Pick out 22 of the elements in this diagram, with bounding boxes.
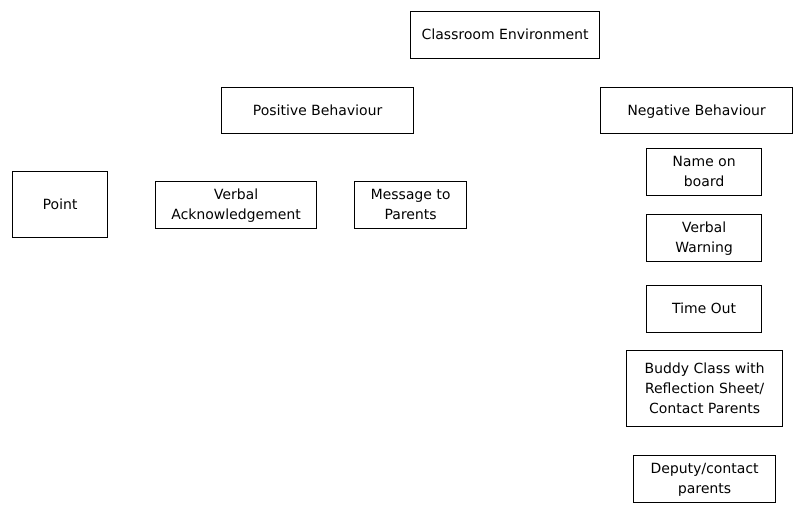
label-box bbox=[221, 87, 414, 134]
label-box bbox=[646, 214, 762, 262]
box-label: Classroom Environment bbox=[422, 26, 588, 45]
label-box bbox=[646, 148, 762, 196]
box-label: Message to Parents bbox=[370, 186, 452, 225]
box-label: Time Out bbox=[672, 300, 736, 319]
label-box bbox=[354, 181, 467, 229]
box-label: Positive Behaviour bbox=[252, 102, 382, 120]
label-box bbox=[646, 285, 762, 333]
box-label: Buddy Class with Reflection Sheet/ Contact Parents bbox=[644, 360, 766, 418]
label-box bbox=[155, 181, 317, 229]
box-label: Point bbox=[42, 196, 78, 214]
label-box bbox=[410, 11, 600, 59]
label-box bbox=[633, 455, 776, 503]
box-label: Name on board bbox=[671, 153, 737, 192]
label-box bbox=[626, 350, 783, 427]
box-label: Deputy/contact parents bbox=[649, 460, 760, 499]
label-box bbox=[12, 171, 108, 238]
box-label: Verbal Acknowledgement bbox=[170, 186, 302, 225]
box-label: Negative Behaviour bbox=[627, 102, 766, 120]
box-label: Verbal Warning bbox=[674, 219, 734, 258]
label-box bbox=[600, 87, 793, 134]
